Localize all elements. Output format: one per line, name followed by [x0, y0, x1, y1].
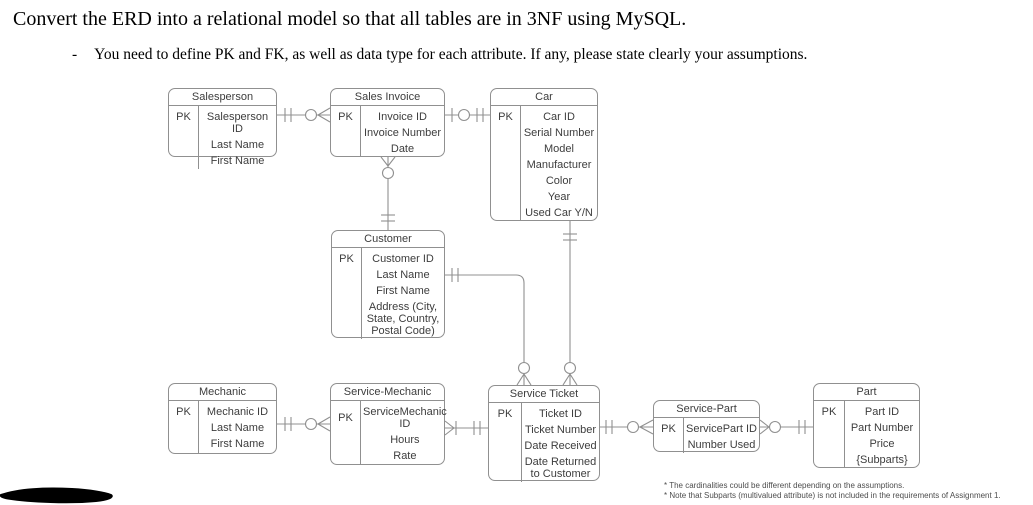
- attribute: Color: [545, 175, 573, 187]
- connector-serviceticket-servicepart: [600, 419, 654, 435]
- bullet-dash: -: [72, 46, 78, 63]
- connector-customer-serviceticket: [445, 268, 532, 386]
- footnote-cardinalities: * The cardinalities could be different d…: [664, 481, 905, 490]
- attribute: Ticket ID: [539, 408, 582, 420]
- attribute: Part ID: [864, 406, 900, 418]
- attribute: ServicePart ID: [686, 423, 757, 435]
- instruction-bullet: - You need to define PK and FK, as well …: [72, 46, 807, 64]
- entity-sales-invoice: Sales Invoice PK Invoice ID Invoice Numb…: [330, 88, 445, 157]
- attribute: Serial Number: [523, 127, 595, 139]
- attribute: Address (City, State, Country, Postal Co…: [366, 301, 440, 337]
- entity-salesperson: Salesperson PK Salesperson ID Last Name …: [168, 88, 277, 169]
- connector-mechanic-servicemechanic: [277, 416, 331, 432]
- attribute: Used Car Y/N: [525, 207, 593, 219]
- pk-label: PK: [331, 401, 361, 464]
- pk-label: PK: [654, 418, 684, 453]
- entity-mechanic: Mechanic PK Mechanic ID Last Name First …: [168, 383, 277, 454]
- connector-car-serviceticket: [562, 221, 578, 386]
- attribute: First Name: [210, 438, 265, 450]
- entity-service-mechanic: Service-Mechanic PK ServiceMechanic ID H…: [330, 383, 447, 465]
- entity-service-ticket: Service Ticket PK Ticket ID Ticket Numbe…: [488, 385, 600, 482]
- redaction-scribble: [0, 487, 113, 504]
- attribute: First Name: [376, 285, 430, 297]
- attribute: Date: [390, 143, 415, 155]
- attribute: Invoice Number: [363, 127, 442, 139]
- attribute: Car ID: [543, 111, 575, 123]
- attribute: Last Name: [210, 139, 265, 151]
- entity-title: Sales Invoice: [331, 89, 444, 106]
- attribute: Manufacturer: [526, 159, 592, 171]
- entity-title: Customer: [332, 231, 444, 248]
- attribute: Last Name: [210, 422, 265, 434]
- page-title: Convert the ERD into a relational model …: [13, 8, 687, 30]
- attribute: Hours: [390, 434, 420, 446]
- attribute: Ticket Number: [524, 424, 597, 436]
- attribute: Date Received: [524, 440, 597, 452]
- connector-salesinvoice-car: [445, 108, 490, 122]
- footnotes: * The cardinalities could be different d…: [664, 481, 1001, 501]
- pk-label: PK: [331, 106, 361, 157]
- pk-label: PK: [489, 403, 522, 482]
- attribute: Customer ID: [372, 253, 434, 265]
- entity-title: Service-Part: [654, 401, 759, 418]
- pk-label: PK: [169, 106, 199, 169]
- entity-title: Service-Mechanic: [331, 384, 444, 401]
- attribute: Mechanic ID: [206, 406, 269, 418]
- attribute: Part Number: [850, 422, 914, 434]
- attribute: Year: [547, 191, 571, 203]
- entity-part: Part PK Part ID Part Number Price {Subpa…: [813, 383, 920, 468]
- attribute: Invoice ID: [378, 111, 427, 123]
- attribute: Price: [869, 438, 895, 450]
- attribute: ServiceMechanic ID: [363, 406, 447, 430]
- attribute: Number Used: [687, 439, 756, 451]
- attribute: Salesperson ID: [206, 111, 269, 135]
- attribute: Model: [544, 143, 574, 155]
- entity-service-part: Service-Part PK ServicePart ID Number Us…: [653, 400, 760, 453]
- entity-title: Part: [814, 384, 919, 401]
- connector-servicemechanic-serviceticket: [444, 420, 488, 436]
- pk-label: PK: [169, 401, 199, 453]
- entity-title: Mechanic: [169, 384, 276, 401]
- attribute: Rate: [393, 450, 417, 462]
- attribute: First Name: [210, 155, 265, 167]
- pk-label: PK: [814, 401, 845, 468]
- connector-servicepart-part: [759, 419, 813, 435]
- pk-label: PK: [491, 106, 521, 221]
- entity-customer: Customer PK Customer ID Last Name First …: [331, 230, 445, 339]
- connector-salesinvoice-customer: [380, 156, 396, 230]
- footnote-subparts: * Note that Subparts (multivalued attrib…: [664, 491, 1001, 500]
- attribute: {Subparts}: [856, 454, 908, 466]
- entity-title: Salesperson: [169, 89, 276, 106]
- bullet-text: You need to define PK and FK, as well as…: [94, 46, 808, 63]
- attribute: Date Returned to Customer: [524, 456, 597, 480]
- attribute: Last Name: [376, 269, 430, 281]
- entity-title: Service Ticket: [489, 386, 599, 403]
- entity-title: Car: [491, 89, 597, 106]
- entity-car: Car PK Car ID Serial Number Model Manufa…: [490, 88, 598, 221]
- pk-label: PK: [332, 248, 362, 339]
- connector-salesperson-salesinvoice: [277, 107, 331, 123]
